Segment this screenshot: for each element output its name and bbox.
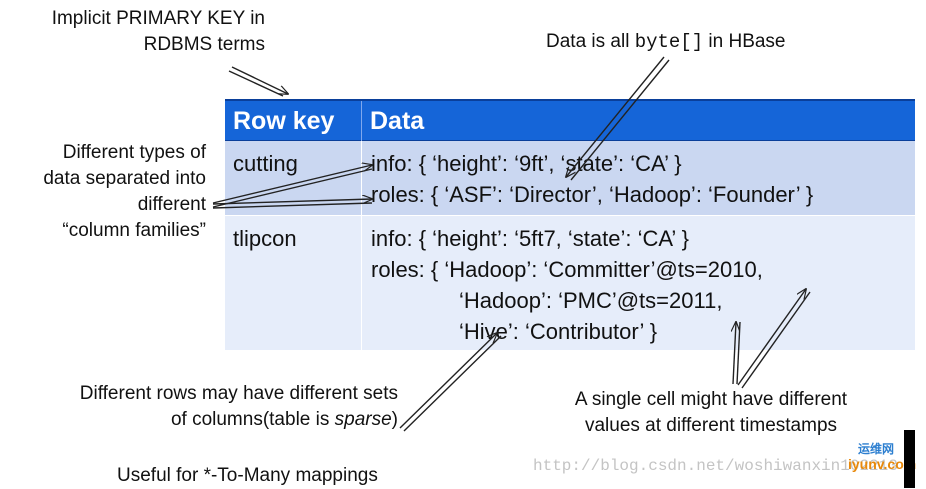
- logo-bottom-text: iyunv.com: [848, 456, 917, 472]
- header-row-key: Row key: [225, 101, 362, 141]
- row-data-cell: info: { ‘height’: ‘9ft’, ‘state’: ‘CA’ }…: [362, 141, 915, 215]
- primary-key-line-1: Implicit PRIMARY KEY in: [51, 8, 265, 29]
- sparse-line-1: Different rows may have different sets: [79, 383, 398, 404]
- sparse-line-2: of columns(table is sparse): [40, 407, 398, 433]
- watermark: http://blog.csdn.net/woshiwanxin102213: [533, 457, 898, 475]
- logo-top-text: 运维网: [858, 442, 895, 456]
- to-many-annotation: Useful for *-To-Many mappings: [117, 465, 378, 486]
- data-line: roles: { ‘ASF’: ‘Director’, ‘Hadoop’: ‘F…: [371, 182, 814, 207]
- sparse-line-2-prefix: of columns(table is: [170, 409, 335, 430]
- arrow-column-family-roles: [212, 199, 372, 205]
- arrow-primary-key: [231, 66, 288, 94]
- primary-key-annotation: Implicit PRIMARY KEY in RDBMS terms: [20, 6, 265, 58]
- site-logo: 运维网 iyunv.com: [846, 440, 918, 484]
- arrow-bytes: [566, 56, 665, 177]
- data-line: ‘Hadoop’: ‘PMC’@ts=2011,: [459, 288, 723, 313]
- column-families-line-1: Different types of: [62, 142, 206, 163]
- sparse-annotation: Different rows may have different sets o…: [40, 381, 398, 433]
- column-families-line-2: data separated into: [43, 168, 206, 189]
- bytes-annotation-suffix: in HBase: [703, 31, 786, 52]
- table-row: tlipcon info: { ‘height’: ‘5ft7, ‘state’…: [225, 216, 915, 350]
- bytes-annotation-code: byte[]: [634, 31, 704, 53]
- arrow-column-family-info: [212, 165, 372, 204]
- sparse-line-2-italic: sparse: [334, 409, 392, 430]
- data-line: roles: { ‘Hadoop’: ‘Committer’@ts=2010,: [371, 257, 763, 282]
- arrow-timestamp-2011: [733, 322, 736, 385]
- bytes-annotation: Data is all byte[] in HBase: [546, 29, 786, 55]
- timestamps-line-1: A single cell might have different: [574, 389, 848, 410]
- primary-key-line-2: RDBMS terms: [143, 34, 265, 55]
- data-line: info: { ‘height’: ‘5ft7, ‘state’: ‘CA’ }: [371, 226, 689, 251]
- sparse-line-2-suffix: ): [391, 409, 398, 430]
- hbase-table: Row key Data cutting info: { ‘height’: ‘…: [225, 99, 915, 350]
- header-data: Data: [370, 107, 425, 135]
- arrow-timestamp-2010: [737, 289, 806, 386]
- timestamps-annotation: A single cell might have different value…: [558, 387, 864, 439]
- row-key-cell: cutting: [225, 141, 362, 215]
- column-families-line-4: “column families”: [62, 220, 206, 241]
- row-key-cell: tlipcon: [225, 216, 362, 350]
- corner-mark: [904, 430, 915, 488]
- column-families-line-3: different: [137, 194, 206, 215]
- column-families-annotation: Different types of data separated into d…: [10, 140, 206, 244]
- timestamps-line-2: values at different timestamps: [584, 415, 838, 436]
- bytes-annotation-prefix: Data is all: [546, 31, 635, 52]
- data-line: info: { ‘height’: ‘9ft’, ‘state’: ‘CA’ }: [371, 151, 682, 176]
- arrow-sparse: [399, 333, 497, 429]
- table-header: Row key Data: [225, 99, 915, 141]
